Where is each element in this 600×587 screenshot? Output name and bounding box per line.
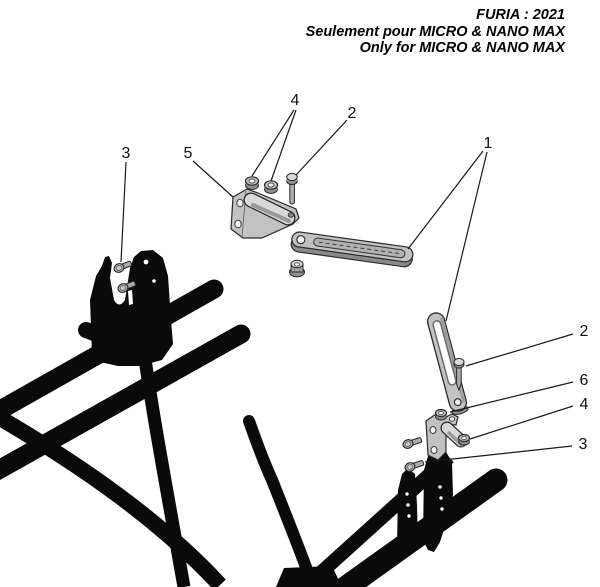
flange-nut-part-4b: [263, 180, 279, 194]
callout-label-1: 1: [484, 135, 493, 152]
leader-lines: [120, 109, 574, 463]
screw-head-ring: [406, 464, 414, 470]
callout-label-3-right: 3: [579, 436, 588, 453]
bolt-head-top: [453, 358, 465, 366]
screw-head-ring: [115, 265, 123, 271]
leader-4-to-nut-a: [251, 109, 295, 177]
screw-head-ring: [404, 441, 412, 447]
chassis-frame: [0, 250, 508, 587]
flange-nut-part-4d: [457, 433, 471, 446]
callout-label-4-top: 4: [291, 92, 300, 109]
header-line-3: Only for MICRO & NANO MAX: [360, 40, 567, 56]
nut-hole: [293, 262, 301, 267]
frame-plate-hole: [405, 492, 409, 496]
frame-elbow-strut: [243, 415, 316, 584]
flange-nut-part-4a: [244, 176, 260, 190]
right-assembly: [402, 312, 471, 472]
callout-label-6: 6: [580, 372, 589, 389]
frame-plate-hole: [440, 507, 444, 511]
header-title-block: FURIA : 2021 Seulement pour MICRO & NANO…: [306, 7, 567, 56]
leader-3-to-left-screws: [120, 161, 127, 263]
flange-nut-below-arm: [289, 259, 305, 278]
frame-main-tube-lower: [0, 324, 251, 481]
bracket-ear-hole: [448, 416, 456, 422]
bracket-ear-hole: [287, 212, 295, 218]
callout-labels: 4 2 5 3 1 2 6 4 3: [122, 92, 589, 453]
bolt-part-2-lower: [453, 358, 465, 392]
left-screws: [113, 260, 137, 293]
nut-hole: [267, 182, 275, 188]
nut-hole: [248, 178, 256, 184]
leader-5-to-bracket: [192, 160, 234, 198]
header-line-1: FURIA : 2021: [476, 7, 565, 23]
callout-label-2-right: 2: [580, 323, 589, 340]
callout-label-2-top: 2: [348, 105, 357, 122]
bracket-hole: [234, 219, 242, 229]
frame-plate-hole: [143, 259, 149, 265]
frame-main-tube-upper: [0, 279, 224, 421]
slotted-link-part-1: [426, 312, 469, 415]
bracket-part-5: [230, 188, 300, 239]
leader-1-to-link: [445, 151, 488, 322]
countersunk-screw-part-3b: [117, 280, 137, 293]
callout-label-5: 5: [184, 145, 193, 162]
frame-plate-hole: [438, 485, 442, 489]
screw-head-ring: [119, 285, 127, 291]
link-slot: [432, 320, 457, 386]
leader-4-to-nut-b: [270, 109, 297, 182]
arm-end-hole: [296, 235, 306, 245]
link-side-shade: [439, 316, 466, 403]
bolt-head-top: [286, 172, 298, 182]
frame-plate-hole: [407, 514, 411, 518]
link-boss-hole: [453, 398, 462, 407]
countersunk-screw-part-3a: [113, 260, 133, 273]
frame-right-plate-right: [423, 449, 453, 552]
frame-plate-slot: [128, 290, 133, 305]
frame-right-plate-left: [397, 468, 418, 546]
arm-slot: [313, 237, 406, 259]
frame-right-main-tube: [333, 468, 508, 587]
frame-plate-hole: [406, 503, 410, 507]
leader-4-to-right-nuts: [469, 405, 574, 440]
bracket-saddle: [244, 193, 295, 225]
leader-3-to-right-screws: [424, 445, 573, 463]
leader-2-to-bolt-upper: [295, 119, 348, 176]
frame-cross-strut: [0, 411, 226, 587]
callout-label-4-right: 4: [580, 396, 589, 413]
frame-curved-strut: [134, 329, 191, 587]
leader-6-to-bracket: [449, 381, 574, 413]
nut-hole: [438, 410, 444, 416]
leader-2-to-bolt-lower: [465, 333, 574, 367]
bracket-hole: [430, 446, 438, 454]
slotted-arm-part-1: [290, 231, 414, 268]
upper-assembly: [230, 172, 414, 278]
bracket-hole: [429, 426, 437, 434]
frame-plate-hole: [152, 279, 156, 283]
frame-plate-hole: [439, 496, 443, 500]
header-line-2: Seulement pour MICRO & NANO MAX: [306, 24, 567, 40]
leader-1-to-arm: [407, 150, 484, 250]
countersunk-screw-part-3c: [402, 437, 423, 449]
bracket-saddle-shade: [251, 203, 291, 223]
bracket-part-6: [425, 413, 468, 461]
callout-label-3-left: 3: [122, 145, 131, 162]
nut-hole: [461, 435, 467, 441]
countersunk-screw-part-3d: [404, 460, 425, 472]
bolt-part-2-upper: [286, 172, 298, 205]
flange-nut-part-4c: [434, 408, 448, 421]
bracket-hole: [236, 198, 244, 208]
